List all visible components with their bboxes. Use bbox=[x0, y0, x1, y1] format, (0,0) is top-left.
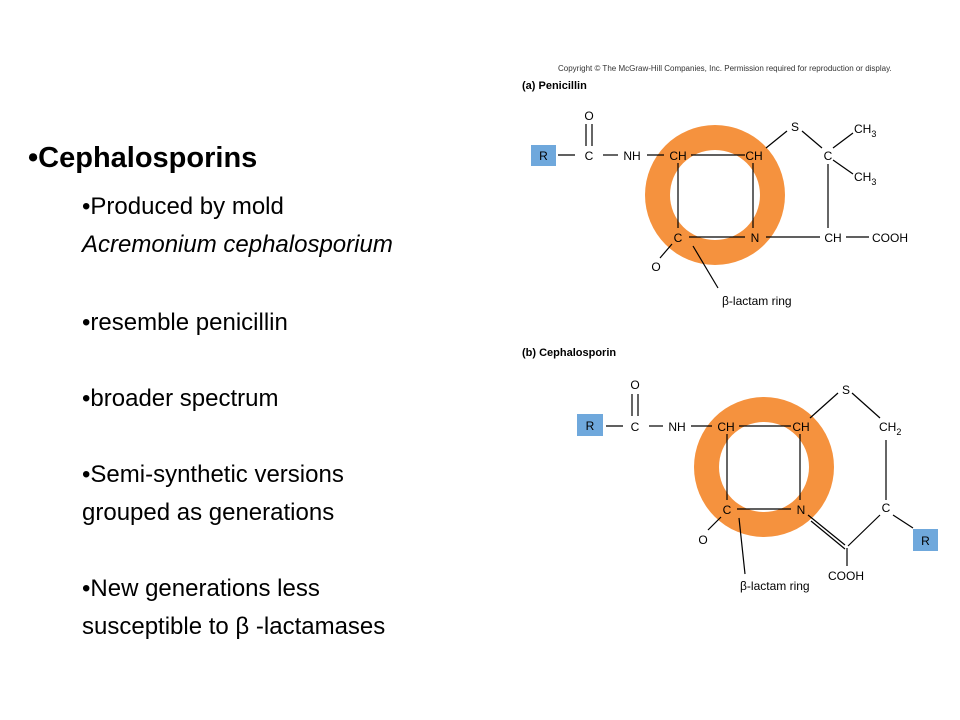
bullet-semi-line1: •Semi-synthetic versions bbox=[82, 461, 344, 488]
penicillin-c-ring: C bbox=[674, 231, 683, 245]
penicillin-ch-cooh: CH bbox=[824, 231, 841, 245]
bullet-resemble: •resemble penicillin bbox=[82, 309, 288, 336]
penicillin-n-ring: N bbox=[751, 231, 760, 245]
cephalosporin-c-carbonyl: C bbox=[631, 420, 640, 434]
cephalosporin-cooh: COOH bbox=[828, 569, 864, 583]
penicillin-ch-left: CH bbox=[669, 149, 686, 163]
bullet-produced-line1: •Produced by mold bbox=[82, 193, 284, 220]
cephalosporin-r-right-box bbox=[913, 529, 938, 551]
cephalosporin-n-ring: N bbox=[797, 503, 806, 517]
penicillin-nh: NH bbox=[623, 149, 640, 163]
cephalosporin-ch2: CH2 bbox=[879, 420, 901, 437]
bullet-semi-line2: grouped as generations bbox=[82, 499, 335, 526]
penicillin-c-carbonyl: C bbox=[585, 149, 594, 163]
cephalosporin-r-right: R bbox=[921, 534, 930, 548]
cephalosporin-label: (b) Cephalosporin bbox=[522, 347, 616, 359]
penicillin-ch3-1: CH3 bbox=[854, 122, 876, 139]
cephalosporin-bonds bbox=[606, 392, 914, 575]
cephalosporin-c-right: C bbox=[882, 501, 891, 515]
penicillin-o-bottom: O bbox=[651, 260, 660, 274]
penicillin-o-top: O bbox=[584, 109, 593, 123]
bullet-broader: •broader spectrum bbox=[82, 385, 279, 412]
cephalosporin-o-bottom: O bbox=[698, 533, 707, 547]
cephalosporin-r-left-box bbox=[577, 414, 603, 436]
penicillin-ring-label: β-lactam ring bbox=[722, 294, 792, 308]
bullet-new-line2: susceptible to β -lactamases bbox=[82, 613, 386, 640]
penicillin-r-box bbox=[531, 145, 556, 166]
penicillin-ch-right: CH bbox=[745, 149, 762, 163]
cephalosporin-s: S bbox=[842, 383, 850, 397]
bullet-produced-line2: Acremonium cephalosporium bbox=[82, 231, 393, 258]
cephalosporin-r-left: R bbox=[586, 419, 595, 433]
cephalosporin-o-top: O bbox=[630, 378, 639, 392]
penicillin-s: S bbox=[791, 120, 799, 134]
slide-title: •Cephalosporins bbox=[28, 142, 258, 174]
bullet-new-line1: •New generations less bbox=[82, 575, 320, 602]
cephalosporin-c-ring: C bbox=[723, 503, 732, 517]
cephalosporin-nh: NH bbox=[668, 420, 685, 434]
penicillin-ch3-2: CH3 bbox=[854, 170, 876, 187]
cephalosporin-ch-left: CH bbox=[717, 420, 734, 434]
cephalosporin-ch-right: CH bbox=[792, 420, 809, 434]
penicillin-r: R bbox=[539, 149, 548, 163]
penicillin-ring-hole bbox=[670, 150, 760, 240]
cephalosporin-ring-hole bbox=[719, 422, 809, 512]
penicillin-cooh: COOH bbox=[872, 231, 908, 245]
copyright-notice: Copyright © The McGraw-Hill Companies, I… bbox=[558, 64, 892, 73]
penicillin-c-quat: C bbox=[824, 149, 833, 163]
penicillin-bonds bbox=[558, 124, 869, 289]
penicillin-label: (a) Penicillin bbox=[522, 80, 587, 92]
cephalosporin-ring-label: β-lactam ring bbox=[740, 579, 810, 593]
